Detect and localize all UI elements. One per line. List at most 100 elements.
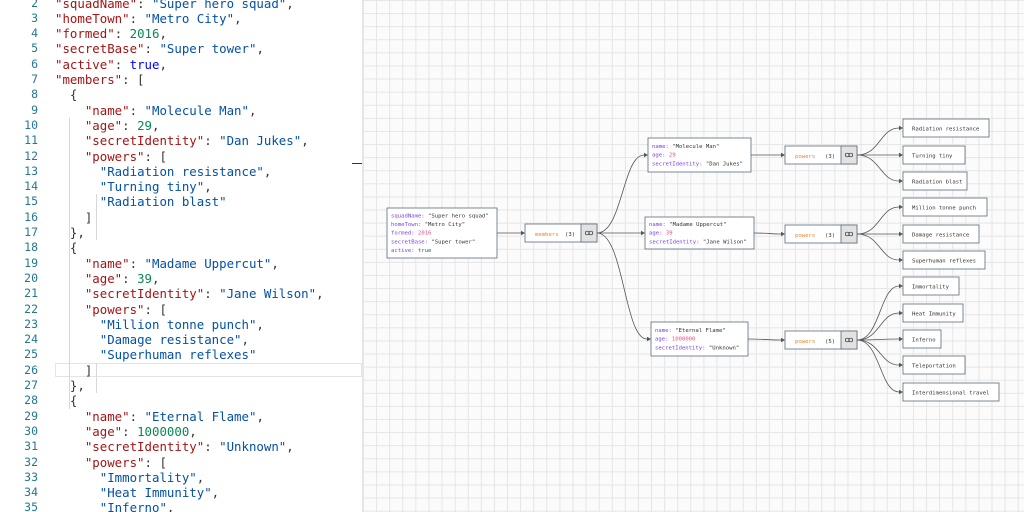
code-editor[interactable]: 2"squadName": "Super hero squad",3"homeT… xyxy=(0,0,363,512)
member-node[interactable] xyxy=(650,321,749,357)
code-line[interactable]: 30 "age": 1000000, xyxy=(0,424,362,439)
code-token: , xyxy=(211,485,220,501)
graph-edge xyxy=(856,339,900,393)
code-line[interactable]: 27 }, xyxy=(0,378,362,393)
line-content: "active": true, xyxy=(55,57,167,72)
code-line[interactable]: 12 "powers": [ xyxy=(0,149,362,164)
node-row: age: 1000000 xyxy=(655,337,695,343)
power-label: Interdimensional travel xyxy=(912,391,989,397)
edge-arrow xyxy=(899,389,903,395)
code-line[interactable]: 5"secretBase": "Super tower", xyxy=(0,41,362,56)
code-line[interactable]: 25 "Superhuman reflexes" xyxy=(0,347,362,362)
code-line[interactable]: 21 "secretIdentity": "Jane Wilson", xyxy=(0,286,362,301)
line-content: "Turning tiny", xyxy=(55,179,212,194)
code-token: "formed" xyxy=(55,26,115,42)
line-content: ] xyxy=(55,210,92,225)
code-token: : xyxy=(114,26,130,42)
code-line[interactable]: 32 "powers": [ xyxy=(0,455,362,470)
code-token: : xyxy=(122,423,138,439)
code-line[interactable]: 31 "secretIdentity": "Unknown", xyxy=(0,439,362,454)
code-line[interactable]: 16 ] xyxy=(0,210,362,225)
code-line[interactable]: 3"homeTown": "Metro City", xyxy=(0,11,362,26)
code-token: , xyxy=(159,26,167,42)
code-token: : xyxy=(122,270,138,286)
code-line[interactable]: 29 "name": "Eternal Flame", xyxy=(0,409,362,424)
line-content: "powers": [ xyxy=(55,302,167,317)
code-line[interactable]: 14 "Turning tiny", xyxy=(0,179,362,194)
line-content: { xyxy=(55,240,77,255)
power-node[interactable] xyxy=(902,382,1000,402)
line-content: "age": 29, xyxy=(55,118,160,133)
code-line[interactable]: 20 "age": 39, xyxy=(0,271,362,286)
code-line[interactable]: 7"members": [ xyxy=(0,72,362,87)
code-token: "secretIdentity" xyxy=(84,439,205,455)
line-number: 8 xyxy=(31,87,38,102)
line-number: 19 xyxy=(24,255,38,270)
code-token: "Super hero squad" xyxy=(151,0,287,11)
code-line[interactable]: 2"squadName": "Super hero squad", xyxy=(0,0,362,11)
line-number: 12 xyxy=(24,148,38,163)
line-content: "Superhuman reflexes" xyxy=(55,347,257,363)
code-token: "secretBase" xyxy=(55,41,145,57)
graph-canvas[interactable]: squadName: "Super hero squad"homeTown: "… xyxy=(363,0,1024,512)
power-node[interactable] xyxy=(902,250,986,270)
power-node[interactable] xyxy=(902,224,980,244)
line-number: 30 xyxy=(24,423,38,438)
code-line[interactable]: 33 "Immortality", xyxy=(0,470,362,485)
code-token: , xyxy=(166,500,175,512)
code-token: , xyxy=(256,316,264,332)
line-number: 9 xyxy=(31,102,38,117)
split-handle[interactable] xyxy=(352,163,362,164)
code-token: "Inferno" xyxy=(99,500,167,512)
code-line[interactable]: 9 "name": "Molecule Man", xyxy=(0,103,362,118)
code-line[interactable]: 35 "Inferno", xyxy=(0,500,362,512)
code-line[interactable]: 19 "name": "Madame Uppercut", xyxy=(0,256,362,271)
power-node[interactable] xyxy=(902,171,968,191)
code-line[interactable]: 22 "powers": [ xyxy=(0,302,362,317)
array-label: powers xyxy=(795,154,815,160)
code-line[interactable]: 23 "Million tonne punch", xyxy=(0,317,362,332)
line-content: "age": 1000000, xyxy=(55,424,197,439)
array-count: (3) xyxy=(565,232,575,238)
code-token: "Heat Immunity" xyxy=(99,485,212,501)
power-node[interactable] xyxy=(902,329,942,349)
code-token xyxy=(55,194,100,209)
code-line[interactable]: 24 "Damage resistance", xyxy=(0,332,362,347)
power-node[interactable] xyxy=(902,303,964,323)
code-token: ] xyxy=(55,362,93,378)
code-token: "Superhuman reflexes" xyxy=(99,347,257,363)
line-content: "Inferno", xyxy=(55,500,175,512)
code-line[interactable]: 4"formed": 2016, xyxy=(0,26,362,41)
code-line[interactable]: 18 { xyxy=(0,240,362,255)
code-line[interactable]: 8 { xyxy=(0,87,362,102)
root-node[interactable] xyxy=(386,207,498,259)
code-token: : [ xyxy=(122,72,145,87)
code-line[interactable]: 28 { xyxy=(0,393,362,408)
code-token xyxy=(55,409,85,424)
code-line[interactable]: 10 "age": 29, xyxy=(0,118,362,133)
code-line[interactable]: 6"active": true, xyxy=(0,57,362,72)
line-number: 26 xyxy=(24,362,38,377)
power-node[interactable] xyxy=(902,145,966,165)
power-node[interactable] xyxy=(902,118,990,138)
line-content: "homeTown": "Metro City", xyxy=(55,11,242,26)
code-token: : xyxy=(144,41,160,57)
power-node[interactable] xyxy=(902,355,966,375)
code-line[interactable]: 11 "secretIdentity": "Dan Jukes", xyxy=(0,133,362,148)
member-node[interactable] xyxy=(644,216,755,250)
power-node[interactable] xyxy=(902,197,988,217)
graph-edge xyxy=(856,285,900,341)
code-line[interactable]: 15 "Radiation blast" xyxy=(0,194,362,209)
code-token: "Metro City" xyxy=(144,10,235,26)
power-label: Teleportation xyxy=(912,364,956,370)
power-node[interactable] xyxy=(902,276,960,296)
code-token: , xyxy=(189,423,197,439)
line-content: "secretIdentity": "Dan Jukes", xyxy=(55,133,309,148)
code-line[interactable]: 17 }, xyxy=(0,225,362,240)
code-token: ] xyxy=(55,209,93,225)
code-token: "powers" xyxy=(84,454,145,470)
code-line[interactable]: 13 "Radiation resistance", xyxy=(0,164,362,179)
power-label: Turning tiny xyxy=(912,154,953,160)
code-line[interactable]: 26 ] xyxy=(0,363,362,378)
code-line[interactable]: 34 "Heat Immunity", xyxy=(0,485,362,500)
